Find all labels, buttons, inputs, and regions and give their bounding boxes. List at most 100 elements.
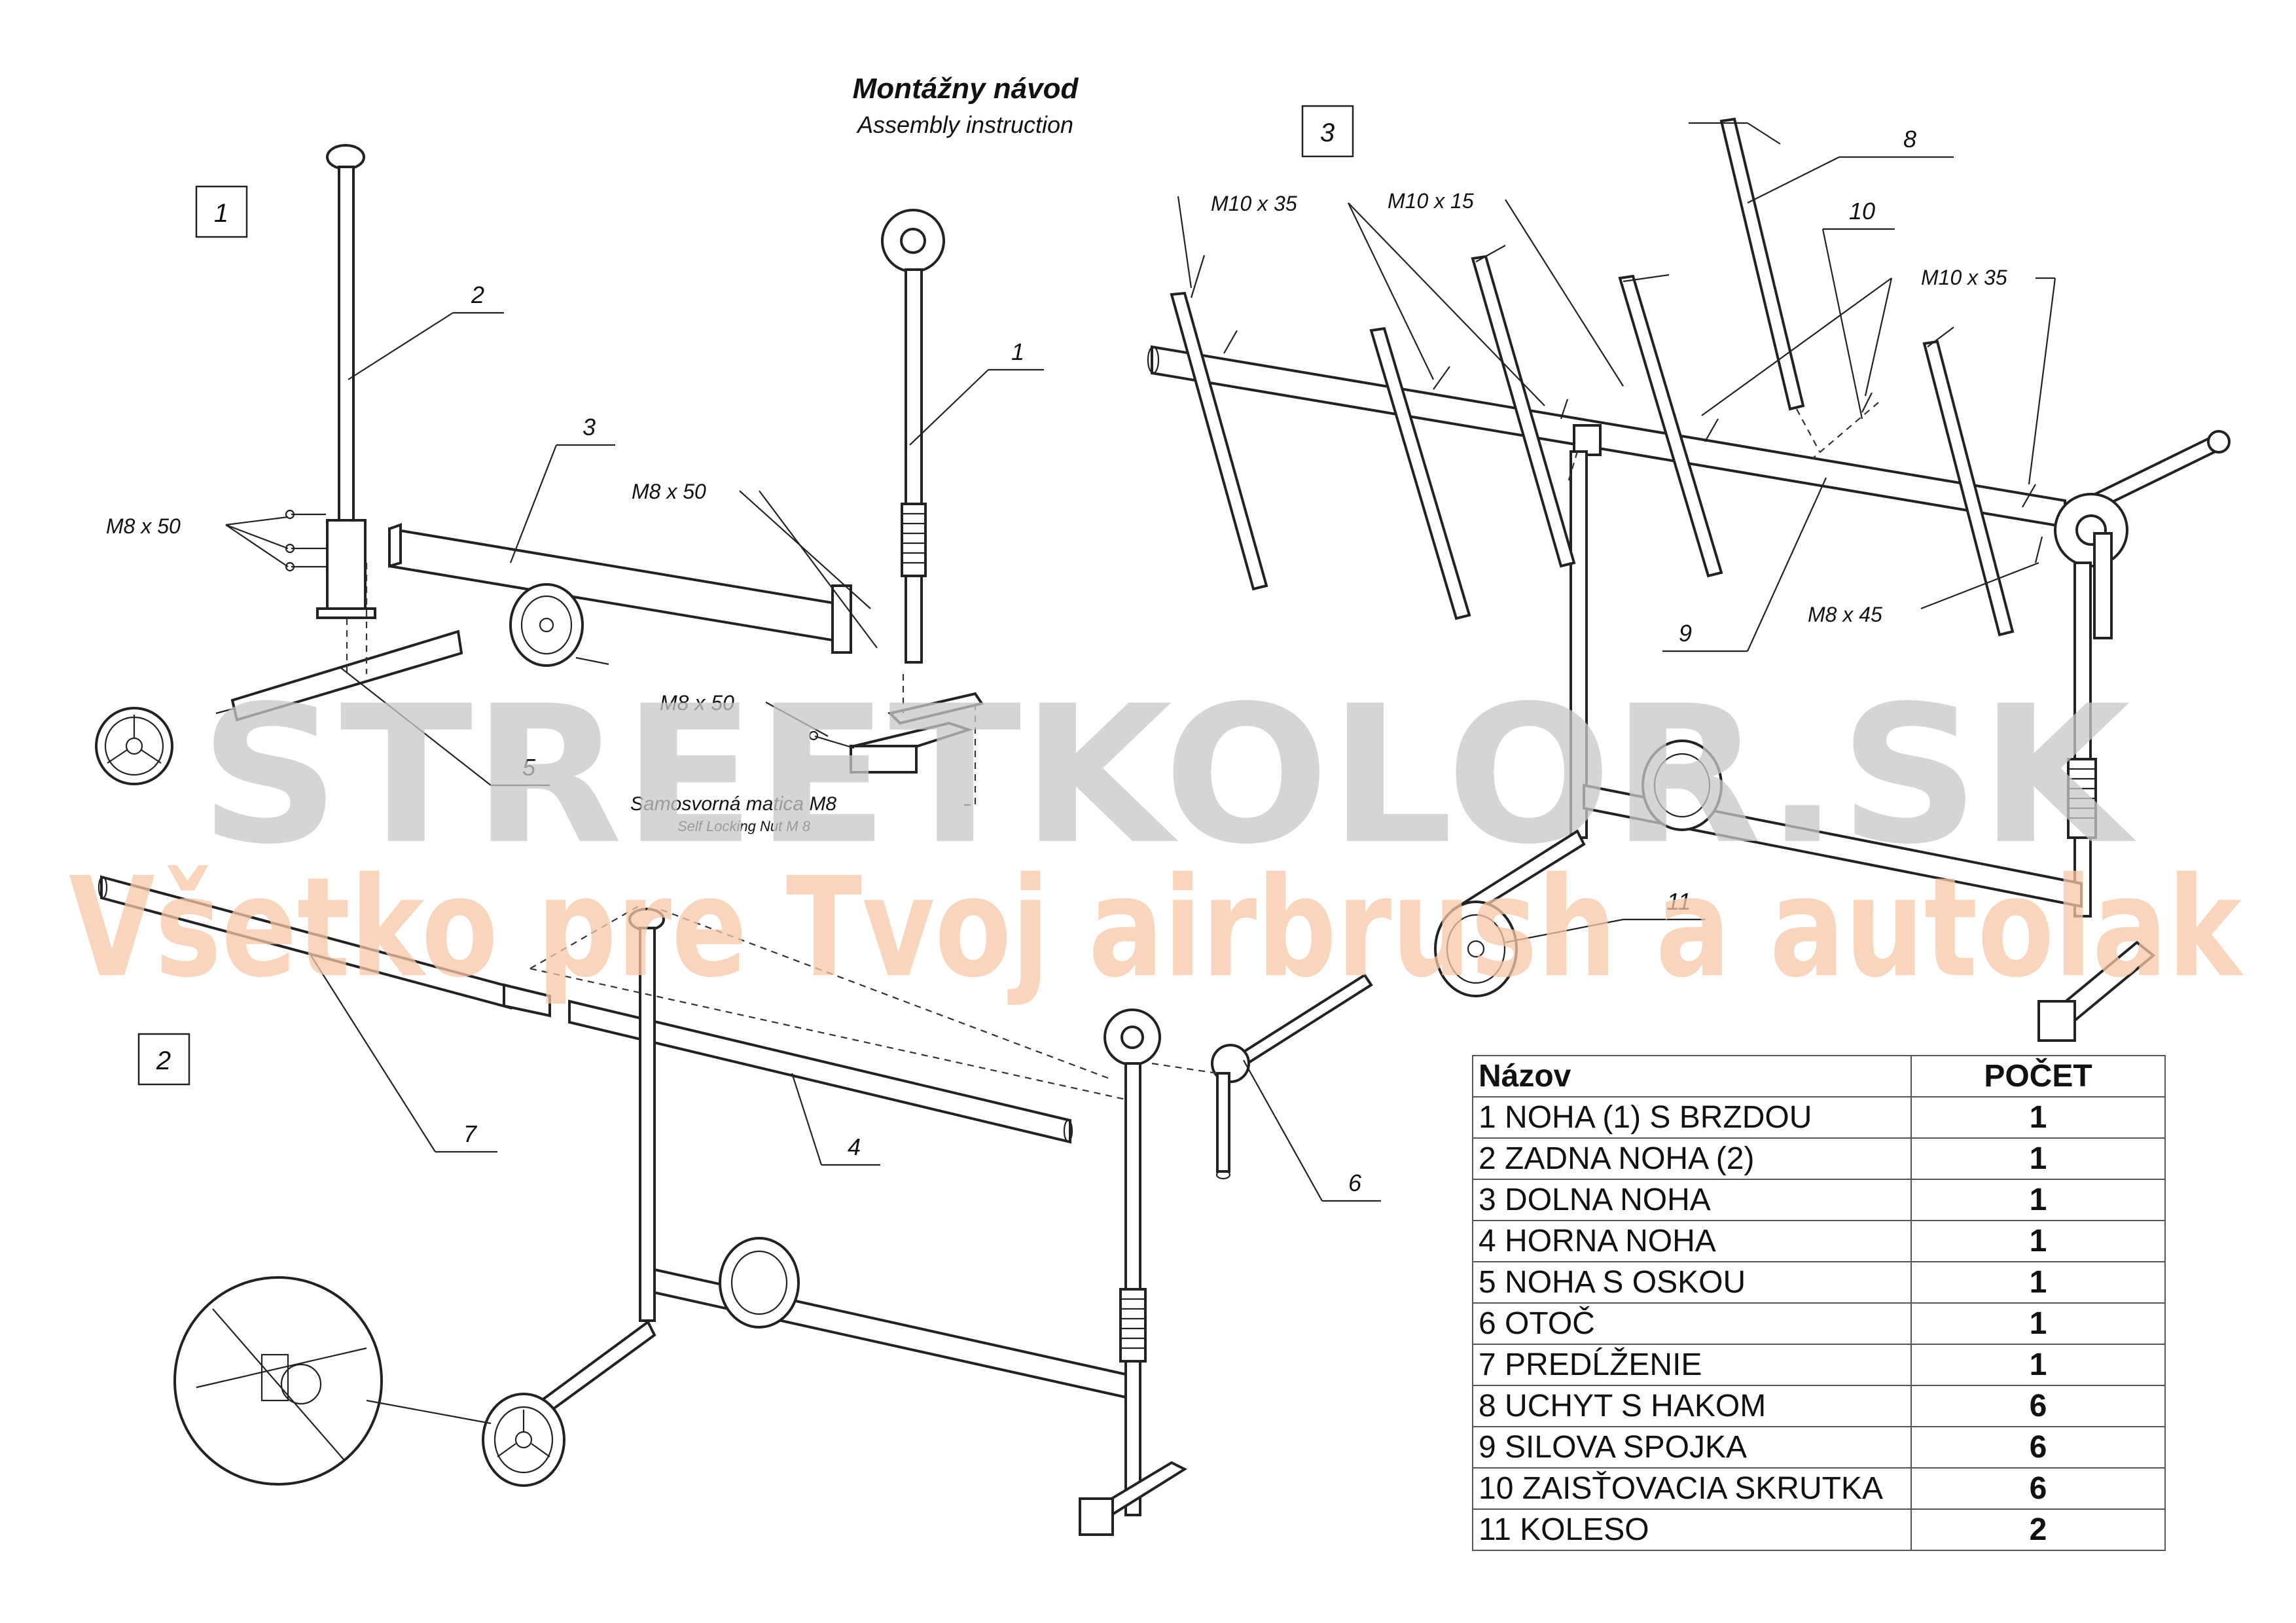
svg-text:11: 11 (1666, 888, 1691, 915)
svg-text:M8 x 45: M8 x 45 (1808, 603, 1882, 626)
part-name: 10 ZAISŤOVACIA SKRUTKA (1472, 1467, 1912, 1510)
page-title: Montážny návod (853, 73, 1079, 105)
step-3-screws (1223, 330, 2043, 563)
label-self-locking-nut: Samosvorná matica M8 Self Locking Nut M … (630, 793, 836, 834)
svg-text:M8 x 50: M8 x 50 (632, 480, 706, 503)
callout-3: 3 (509, 414, 615, 563)
part-5-axle-leg (215, 630, 463, 722)
part-name: 1 NOHA (1) S BRZDOU (1472, 1096, 1912, 1139)
part-count: 2 (1910, 1508, 2166, 1551)
part-name: 5 NOHA S OSKOU (1472, 1261, 1912, 1304)
part-3-lower-bar (388, 523, 852, 654)
part-count: 1 (1910, 1220, 2166, 1262)
step-2-drawing (98, 875, 1373, 1536)
callout-2: 2 (348, 281, 504, 380)
wheel-step2-rear (719, 1237, 800, 1329)
callout-10: 10 (1821, 198, 1895, 419)
step-2-lower-frame (521, 1268, 1127, 1425)
wheel-step2-front (482, 1393, 565, 1487)
part-1-leg-brake (850, 209, 984, 774)
part-count: 6 (1910, 1385, 2166, 1427)
step-3-box: 3 (1301, 105, 1354, 158)
wheel-step1-rear (509, 583, 584, 667)
part-name: 8 UCHYT S HAKOM (1472, 1385, 1912, 1427)
svg-text:10: 10 (1849, 198, 1875, 224)
column-header-name: Názov (1472, 1055, 1912, 1097)
part-name: 2 ZADNA NOHA (2) (1472, 1137, 1912, 1180)
svg-text:M10 x 35: M10 x 35 (1921, 266, 2007, 289)
part-count: 1 (1910, 1344, 2166, 1386)
page-subtitle: Assembly instruction (856, 111, 1073, 138)
callout-8: 8 (1747, 126, 1954, 204)
label-m10x35-left: M10 x 35 (1177, 192, 1545, 406)
step-2-front-leg (1079, 1008, 1188, 1536)
svg-text:5: 5 (522, 754, 536, 781)
wheel-step3-rear (1641, 740, 1723, 831)
callout-1: 1 (909, 338, 1044, 446)
svg-text:4: 4 (848, 1133, 861, 1160)
svg-text:Samosvorná matica M8: Samosvorná matica M8 (630, 793, 836, 815)
svg-text:7: 7 (463, 1120, 478, 1147)
svg-text:M8 x 50: M8 x 50 (660, 691, 734, 715)
part-name: 6 OTOČ (1472, 1302, 1912, 1345)
callout-5: 5 (340, 667, 550, 787)
watermark-brand: STREETKOLOR.SK (200, 666, 2138, 886)
svg-text:9: 9 (1679, 620, 1692, 647)
wheel-step1-front (95, 707, 173, 785)
bolts-m8x50-right (575, 656, 855, 749)
svg-text:M8 x 50: M8 x 50 (106, 514, 181, 538)
svg-text:8: 8 (1903, 126, 1916, 152)
part-name: 3 DOLNA NOHA (1472, 1179, 1912, 1221)
label-m8x45: M8 x 45 (1808, 562, 2039, 626)
svg-text:M10 x 35: M10 x 35 (1211, 192, 1297, 215)
wheel-step3-front (1434, 901, 1518, 997)
part-count: 6 (1910, 1467, 2166, 1510)
svg-text:M10 x 15: M10 x 15 (1388, 189, 1474, 213)
step-1-drawing (95, 144, 984, 806)
svg-text:6: 6 (1348, 1169, 1362, 1196)
callout-11: 11 (1505, 888, 1705, 944)
part-count: 1 (1910, 1179, 2166, 1221)
step-3-uprights (1570, 450, 2156, 1042)
parts-table-header: Názov POČET (1472, 1055, 2166, 1097)
part-name: 4 HORNA NOHA (1472, 1220, 1912, 1262)
label-m8x50-mid: M8 x 50 (632, 480, 878, 649)
column-header-count: POČET (1910, 1055, 2166, 1097)
svg-text:Self Locking Nut M 8: Self Locking Nut M 8 (677, 818, 811, 834)
part-6-rotator (1211, 973, 1373, 1180)
step-1-box: 1 (195, 185, 248, 238)
label-m10x35-right: M10 x 35 (1701, 266, 2056, 485)
step-3-drawing (1147, 117, 2231, 1042)
part-count: 1 (1910, 1096, 2166, 1139)
wheel-detail-view (173, 1276, 492, 1486)
label-m8x50-left: M8 x 50 (106, 514, 289, 567)
part-name: 7 PREDĹŽENIE (1472, 1344, 1912, 1386)
svg-text:3: 3 (1320, 118, 1335, 147)
table-row: 2 ZADNA NOHA (2)1 (1472, 1137, 2166, 1180)
part-2-rear-leg (316, 144, 376, 619)
svg-text:2: 2 (471, 281, 484, 308)
svg-text:1: 1 (214, 199, 228, 228)
part-count: 1 (1910, 1261, 2166, 1304)
callout-4: 4 (791, 1073, 880, 1166)
part-4-upper-bar (568, 999, 1073, 1144)
callout-9: 9 (1662, 477, 1827, 652)
part-name: 9 SILOVA SPOJKA (1472, 1426, 1912, 1469)
part-count: 6 (1910, 1426, 2166, 1469)
step-2-rear-leg (628, 908, 665, 1322)
callout-7: 7 (310, 955, 497, 1153)
main-top-bar (1147, 345, 2066, 529)
watermark-tagline: Všetko pre Tvoj airbrush a autolak (69, 847, 2244, 1008)
bolts-m8x50-left (285, 509, 326, 572)
